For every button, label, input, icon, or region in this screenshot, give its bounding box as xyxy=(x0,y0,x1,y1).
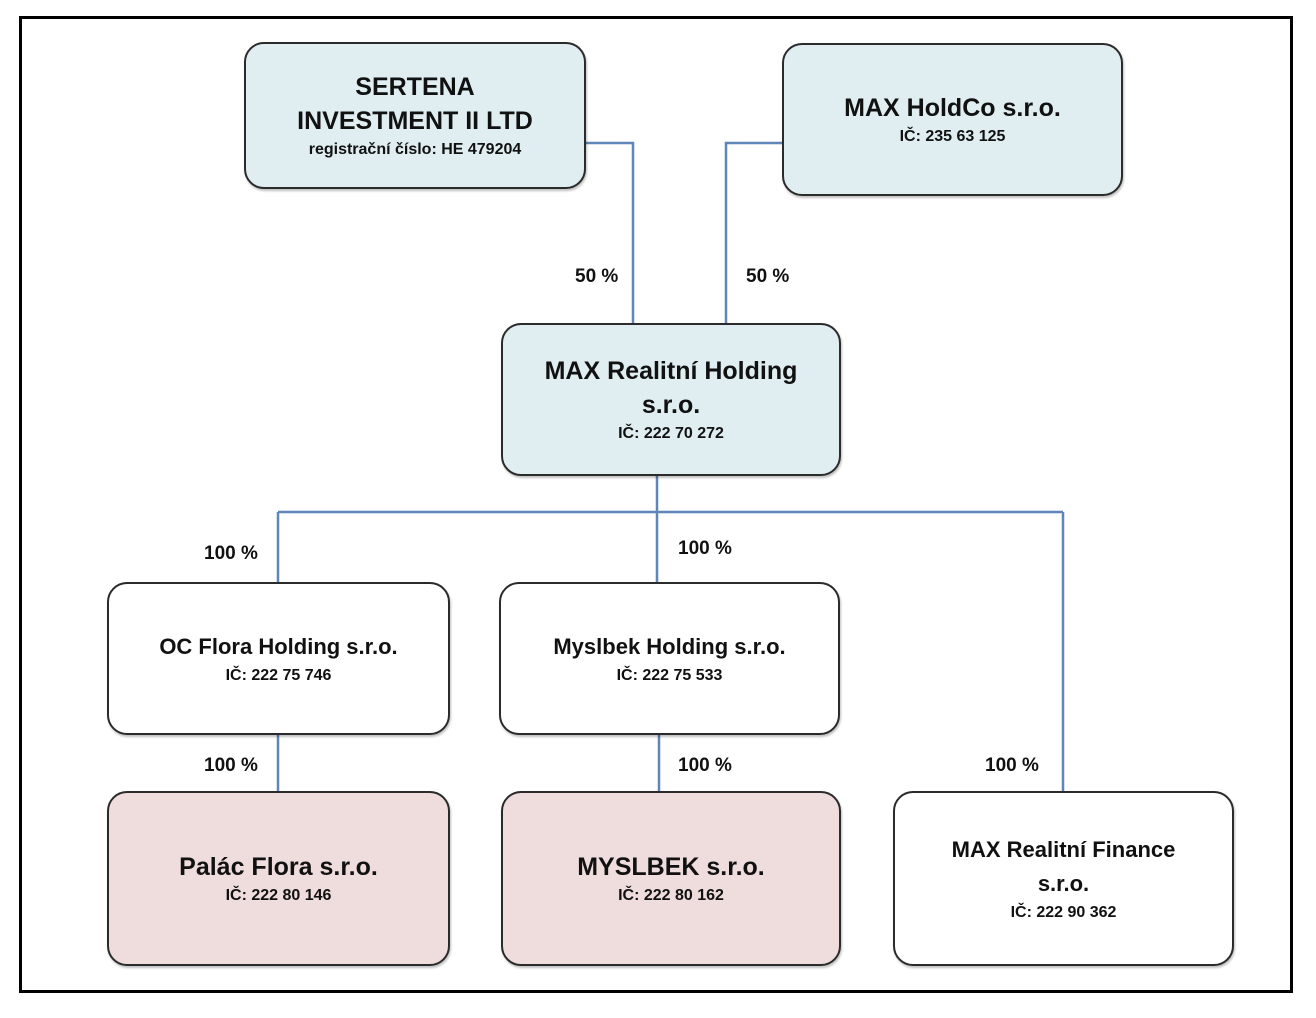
entity-myslbek-holding: Myslbek Holding s.r.o. IČ: 222 75 533 xyxy=(499,582,840,735)
entity-max-realitni-finance: MAX Realitní Finance s.r.o. IČ: 222 90 3… xyxy=(893,791,1234,966)
entity-id: registrační číslo: HE 479204 xyxy=(308,140,522,158)
entity-id: IČ: 222 75 533 xyxy=(616,666,723,684)
entity-id: IČ: 235 63 125 xyxy=(899,127,1006,145)
entity-name: Palác Flora s.r.o. xyxy=(179,852,378,881)
entity-id: IČ: 222 80 146 xyxy=(225,886,332,904)
entity-name: MYSLBEK s.r.o. xyxy=(577,852,765,881)
ownership-label: 50 % xyxy=(575,266,619,287)
ownership-label: 100 % xyxy=(678,755,732,776)
entity-id: IČ: 222 90 362 xyxy=(1010,903,1117,921)
entity-id: IČ: 222 70 272 xyxy=(618,424,724,442)
entity-name: MAX Realitní Finance xyxy=(951,836,1176,862)
ownership-label: 100 % xyxy=(204,755,258,776)
ownership-label: 100 % xyxy=(678,538,732,559)
entity-max-realitni-holding: MAX Realitní Holding s.r.o. IČ: 222 70 2… xyxy=(501,323,841,476)
entity-name: MAX Realitní Holding xyxy=(544,356,798,385)
entity-id: IČ: 222 75 746 xyxy=(225,666,332,684)
entity-name: INVESTMENT II LTD xyxy=(297,106,533,135)
connector-holdco-holding xyxy=(724,141,783,324)
entity-name: Myslbek Holding s.r.o. xyxy=(553,633,786,659)
entity-name: MAX HoldCo s.r.o. xyxy=(844,93,1061,122)
ownership-label: 100 % xyxy=(985,755,1039,776)
entity-id: IČ: 222 80 162 xyxy=(618,886,724,904)
entity-sertena: SERTENA INVESTMENT II LTD registrační čí… xyxy=(244,42,586,189)
entity-name: s.r.o. xyxy=(641,390,701,419)
entity-palac-flora: Palác Flora s.r.o. IČ: 222 80 146 xyxy=(107,791,450,966)
entity-max-holdco: MAX HoldCo s.r.o. IČ: 235 63 125 xyxy=(782,43,1123,196)
ownership-label: 50 % xyxy=(746,266,790,287)
connector-sertena-holding xyxy=(586,141,635,324)
entity-name: s.r.o. xyxy=(1037,870,1090,896)
entity-name: OC Flora Holding s.r.o. xyxy=(159,633,398,659)
entity-oc-flora-holding: OC Flora Holding s.r.o. IČ: 222 75 746 xyxy=(107,582,450,735)
entity-myslbek: MYSLBEK s.r.o. IČ: 222 80 162 xyxy=(501,791,841,966)
entity-name: SERTENA xyxy=(355,72,475,101)
ownership-label: 100 % xyxy=(204,543,258,564)
